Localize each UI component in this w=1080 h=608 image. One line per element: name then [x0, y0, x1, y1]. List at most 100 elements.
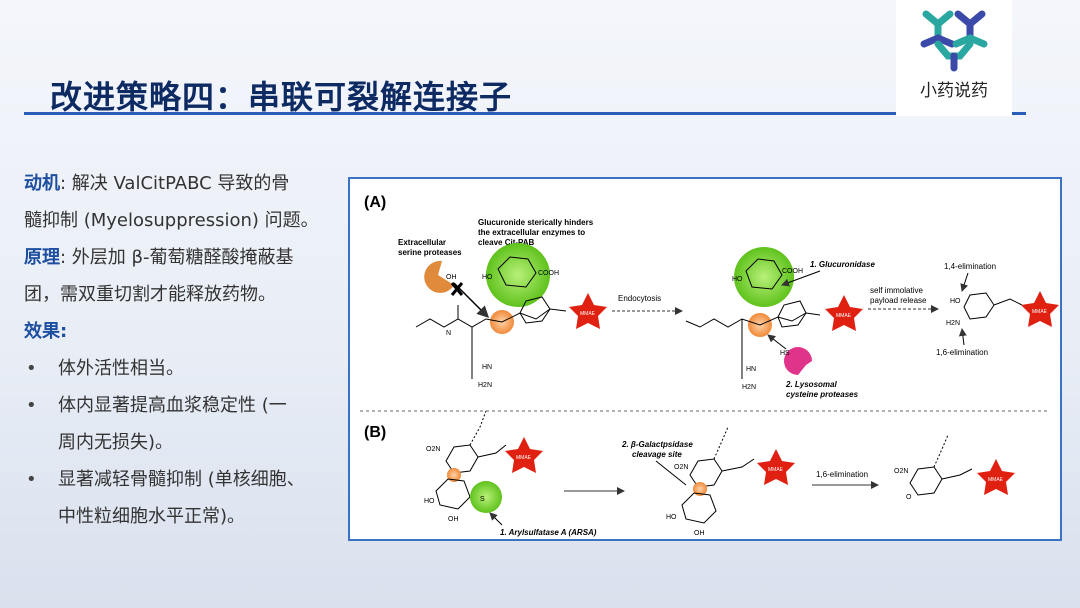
- linker-stub-b3: [933, 434, 949, 468]
- blocked-arrow: [453, 282, 490, 319]
- endocytosis-label: Endocytosis: [618, 294, 661, 303]
- h2n-label: H2N: [478, 382, 492, 389]
- page-title: 改进策略四：串联可裂解连接子: [50, 78, 513, 116]
- mmae-label-b1: MMAE: [516, 455, 532, 461]
- arsa-label: 1. Arylsulfatase A (ARSA): [500, 528, 597, 537]
- sugar-ring: [497, 256, 537, 288]
- mmae-label-b3: MMAE: [988, 477, 1004, 483]
- ho-label-b1: HO: [424, 498, 435, 505]
- benzene-ring: [519, 296, 551, 324]
- o2n-label-b3: O2N: [894, 468, 908, 475]
- mmae-label-3: MMAE: [1032, 309, 1048, 315]
- h2n-label-2: H2N: [742, 384, 756, 391]
- panel-b-label: (B): [364, 424, 386, 441]
- elim14-arrow: [960, 272, 969, 292]
- bullet-continuation: 周内无损失)。: [58, 432, 174, 453]
- mmae-star-b3: [977, 459, 1015, 495]
- galactosidase-pointer: [655, 460, 687, 486]
- galactoside-highlight: [447, 468, 461, 482]
- elimination-16-label-b: 1,6-elimination: [816, 470, 868, 479]
- left-text-column: 动机: 解决 ValCitPABC 导致的骨 髓抑制 (Myelosuppres…: [24, 165, 344, 535]
- hn-label: HN: [482, 364, 492, 371]
- linker-backbone-2: [685, 312, 821, 328]
- mmae-label: MMAE: [580, 311, 596, 317]
- serine-protease-icon: [424, 260, 454, 293]
- nitro-ring-b2: [689, 458, 723, 488]
- motivation-text-2: 髓抑制 (Myelosuppression) 问题。: [24, 210, 319, 231]
- glucuronide-note-1: Glucuronide sterically hinders: [478, 218, 594, 227]
- glucuronide-note-2: the extracellular enzymes to: [478, 228, 585, 237]
- glucuronide-highlight-2: [734, 247, 794, 307]
- hn-label-2: HN: [746, 366, 756, 373]
- oh-minus-label: O: [906, 494, 912, 501]
- glucuronidase-label: 1. Glucuronidase: [810, 260, 875, 269]
- bullet-item: 体内显著提高血浆稳定性 (一: [24, 387, 344, 424]
- lysosomal-arrow: [767, 334, 787, 350]
- elimination-14-label: 1,4-elimination: [944, 262, 996, 271]
- sulfate-s-label: S: [480, 496, 485, 503]
- galactose-ring-2: [681, 492, 717, 524]
- mechanism-figure: (A) (B) Extracellular serine proteases G…: [348, 177, 1062, 541]
- ester-link: [477, 444, 507, 458]
- hs-label: HS: [780, 350, 790, 357]
- effect-label: 效果: [24, 321, 60, 342]
- sugar-ring-2: [745, 258, 783, 290]
- bullet-item: 显著减轻骨髓抑制 (单核细胞、: [24, 461, 344, 498]
- ester-link-b2: [721, 458, 755, 472]
- principle-text-2: 团，需双重切割才能释放药物。: [24, 284, 276, 305]
- principle-label: 原理: [24, 247, 60, 268]
- effect-colon: :: [60, 321, 68, 342]
- galactoside-highlight-2: [693, 482, 707, 496]
- arsa-arrow: [489, 512, 503, 526]
- ho-label: HO: [482, 274, 493, 281]
- brand-logo: 小药说药: [896, 0, 1012, 116]
- oh-label-b1: OH: [448, 516, 459, 523]
- mmae-star-3: [1021, 291, 1059, 327]
- extracellular-label-2: serine proteases: [398, 248, 462, 257]
- motivation-text-1: : 解决 ValCitPABC 导致的骨: [60, 173, 290, 194]
- galactose-ring: [435, 478, 471, 510]
- lysosomal-protease-icon: [784, 347, 812, 375]
- benzene-ring-2: [777, 300, 807, 328]
- blocked-x-icon: [450, 282, 464, 296]
- nitro-ring-b3: [909, 466, 943, 496]
- sulfate-highlight: [470, 481, 502, 513]
- elim16-arrow: [958, 328, 967, 346]
- mmae-star-b2: [757, 449, 795, 485]
- mmae-star-b1: [505, 437, 543, 473]
- ho-label-3: HO: [950, 298, 961, 305]
- mmae-star: [569, 293, 607, 329]
- ho-label-b2: HO: [666, 514, 677, 521]
- oh-label: OH: [446, 274, 457, 281]
- motivation-label: 动机: [24, 173, 60, 194]
- ester-link-b3: [941, 468, 973, 480]
- bullet-continuation: 中性粒细胞水平正常)。: [58, 506, 246, 527]
- self-immolative-label-1: self immolative: [870, 286, 923, 295]
- glucuronidase-arrow: [781, 270, 821, 287]
- n-label: N: [446, 330, 451, 337]
- o2n-label: O2N: [426, 446, 440, 453]
- oh-label-b2: OH: [694, 530, 705, 537]
- o2n-label-b2: O2N: [674, 464, 688, 471]
- galactosidase-label-1: 2. β-Galactpsidase: [621, 440, 693, 449]
- title-underline: [24, 112, 1026, 115]
- extracellular-label-1: Extracellular: [398, 238, 446, 247]
- glucuronide-highlight: [486, 243, 550, 307]
- cooh-label-2: COOH: [782, 268, 803, 275]
- effect-heading: 效果:: [24, 313, 344, 350]
- linker-stub: [469, 410, 487, 446]
- glucuronide-note-3: cleave Cit-PAB: [478, 238, 535, 247]
- h2n-label-3: H2N: [946, 320, 960, 327]
- principle-line-1: 原理: 外层加 β-葡萄糖醛酸掩蔽基: [24, 239, 344, 276]
- galactosidase-label-2: cleavage site: [632, 450, 682, 459]
- panel-a-label: (A): [364, 194, 386, 211]
- molecule-logo-icon: [920, 10, 988, 72]
- lysosomal-label-1: 2. Lysosomal: [785, 380, 837, 389]
- logo-text: 小药说药: [920, 81, 988, 101]
- motivation-line-1: 动机: 解决 ValCitPABC 导致的骨: [24, 165, 344, 202]
- bullet-item: 体外活性相当。: [24, 350, 344, 387]
- mmae-label-2: MMAE: [836, 313, 852, 319]
- mmae-label-b2: MMAE: [768, 467, 784, 473]
- mechanism-diagram: (A) (B) Extracellular serine proteases G…: [360, 194, 1059, 537]
- principle-text-1: : 外层加 β-葡萄糖醛酸掩蔽基: [60, 247, 294, 268]
